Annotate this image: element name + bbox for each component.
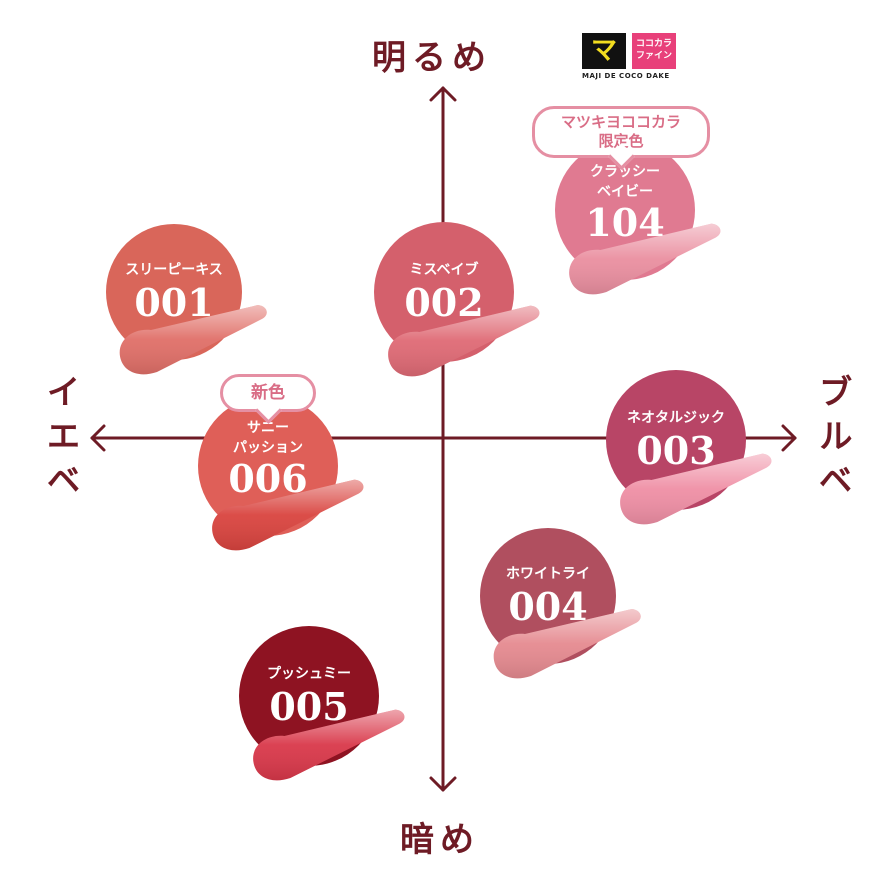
swatch-name: クラッシー bbox=[590, 164, 660, 180]
swatch-name: ミスベイブ bbox=[409, 261, 478, 278]
swatch-name: スリーピーキス bbox=[125, 262, 223, 278]
limited-badge-line-1: マツキヨココカラ bbox=[560, 113, 681, 131]
swatch-name: ホワイトライ bbox=[506, 566, 590, 582]
swatch-name: プッシュミー bbox=[267, 666, 351, 682]
arrow-down bbox=[429, 776, 457, 792]
gloss-highlight bbox=[620, 453, 772, 525]
arrow-up bbox=[429, 86, 457, 102]
axis-label-bottom: 暗め bbox=[400, 820, 480, 860]
swatch-code: 005 bbox=[269, 684, 348, 729]
gloss-highlight bbox=[119, 305, 267, 375]
gloss-highlight bbox=[493, 609, 641, 679]
swatch-001: スリーピーキス 001 bbox=[106, 224, 267, 375]
swatch-003: ネオタルジック 003 bbox=[606, 370, 772, 525]
swatch-005: プッシュミー 005 bbox=[239, 626, 405, 781]
axis-label-top: 明るめ bbox=[372, 38, 492, 78]
swatch-name: ベイビー bbox=[597, 184, 653, 200]
swatch-code: 104 bbox=[585, 200, 664, 245]
gloss-highlight bbox=[569, 223, 721, 295]
arrow-left bbox=[90, 424, 106, 452]
axis-label-left: イエベ bbox=[40, 374, 80, 506]
arrow-right bbox=[781, 424, 797, 452]
swatch-code: 006 bbox=[228, 456, 307, 501]
new-color-badge: 新色 bbox=[220, 374, 316, 412]
swatch-code: 003 bbox=[636, 428, 715, 473]
cocokara-logo: ココカラファイン bbox=[632, 33, 676, 69]
gloss-highlight bbox=[388, 305, 540, 377]
swatch-code: 004 bbox=[508, 584, 587, 629]
matsukiyo-logo-mark: マ bbox=[582, 33, 626, 69]
swatch-002: ミスベイブ 002 bbox=[374, 222, 540, 377]
gloss-highlight bbox=[212, 479, 364, 551]
limited-badge-line-2: 限定色 bbox=[598, 132, 644, 150]
swatch-name: ネオタルジック bbox=[627, 410, 725, 426]
axis-label-right: ブルベ bbox=[812, 374, 852, 506]
swatch-004: ホワイトライ 004 bbox=[480, 528, 641, 679]
swatch-code: 001 bbox=[134, 280, 213, 325]
gloss-highlight bbox=[253, 709, 405, 781]
swatch-code: 002 bbox=[404, 280, 483, 325]
swatch-name: パッション bbox=[233, 440, 303, 456]
swatch-name: サニー bbox=[247, 420, 289, 436]
brand-logo: マココカラファイン MAJI DE COCO DAKE bbox=[582, 33, 682, 80]
limited-edition-badge: マツキヨココカラ 限定色 bbox=[532, 106, 710, 158]
new-badge-label: 新色 bbox=[251, 383, 285, 403]
logo-tagline: MAJI DE COCO DAKE bbox=[582, 72, 670, 80]
